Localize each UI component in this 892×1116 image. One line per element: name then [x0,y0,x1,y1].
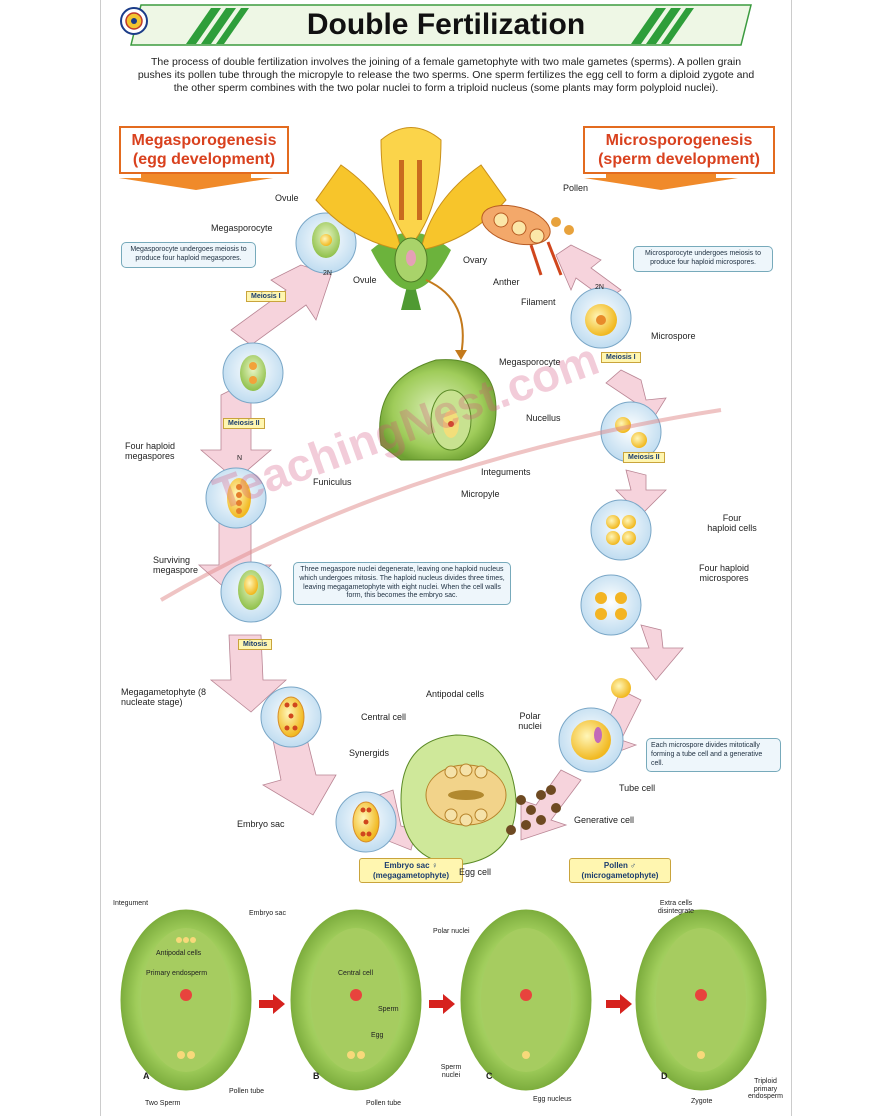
right-header: Microsporogenesis (sperm development) [583,126,775,175]
label-nucellus: Nucellus [526,413,561,423]
label-megasporocyte-center: Megasporocyte [499,357,561,367]
embryo-sac-tag: Embryo sac ♀ (megagametophyte) [359,858,463,884]
microsporocyte-note: Microsporocyte undergoes meiosis to prod… [633,246,773,272]
meiosis-2-right-tag: Meiosis II [623,452,665,463]
diagram-canvas [119,127,767,1091]
left-cells [205,212,397,853]
embryo-sac-illustration [400,734,561,866]
left-header-line2: (egg development) [132,151,276,169]
meiosis-2-left-tag: Meiosis II [223,418,265,429]
bottom-label-pollen-tube-b: Pollen tube [366,1100,402,1107]
label-generative-cell: Generative cell [574,815,635,825]
label-anther: Anther [493,277,520,287]
label-central-cell: Central cell [361,712,407,722]
bottom-label-embryo-sac: Embryo sac [249,910,286,917]
anther-illustration [481,204,574,276]
bottom-label-egg-nucleus: Egg nucleus [533,1096,572,1103]
label-surviving-megaspore: Surviving megaspore [153,555,199,575]
label-synergids: Synergids [349,748,390,758]
label-n-left: N [237,455,243,462]
label-four-haploid-microspores: Four haploid microspores [698,563,750,583]
label-ovule-flower: Ovule [353,275,377,285]
bottom-letter-d: D [661,1071,668,1081]
bottom-label-zygote: Zygote [691,1098,713,1105]
bottom-letter-b: B [313,1071,320,1081]
label-megasporocyte-left: Megasporocyte [211,223,273,233]
title-banner [120,4,752,46]
label-egg-cell: Egg cell [459,867,492,877]
bottom-label-integument: Integument [113,900,149,907]
label-antipodal-cells: Antipodal cells [426,689,485,699]
bottom-label-pollen-tube-a: Pollen tube [229,1088,265,1095]
megasporocyte-note: Megasporocyte undergoes meiosis to produ… [121,242,256,268]
label-ovule-top: Ovule [275,193,299,203]
label-micropyle: Micropyle [461,489,500,499]
bottom-label-polar-nuclei: Polar nuclei [433,928,470,935]
bottom-label-egg: Egg [371,1032,384,1039]
label-microspore: Microspore [651,331,696,341]
label-ovary: Ovary [463,255,488,265]
right-down-arrow [584,172,738,190]
meiosis-1-left-tag: Meiosis I [246,291,286,302]
flower-illustration [315,127,507,310]
label-embryo-sac: Embryo sac [237,819,285,829]
mitosis-left-tag: Mitosis [238,639,273,650]
bottom-label-antipodal: Antipodal cells [156,950,202,957]
label-polar-nuclei: Polar nuclei [518,711,542,731]
left-header-line1: Megasporogenesis [131,132,277,149]
bottom-label-primary-endosperm: Primary endosperm [146,970,208,977]
bottom-label-two-sperm: Two Sperm [145,1100,181,1107]
label-funiculus: Funiculus [313,477,352,487]
label-two-n-right: 2N [595,284,604,291]
label-two-n-left: 2N [323,270,332,277]
megaspores-note: Three megaspore nuclei degenerate, leavi… [293,562,511,605]
bottom-label-sperm-nuclei: Sperm nuclei [440,1064,462,1079]
bottom-label-central-cell: Central cell [338,970,374,977]
pollen-tag: Pollen ♂ (microgametophyte) [569,858,671,884]
microspore-note: Each microspore divides mitotically form… [646,738,781,773]
left-down-arrow [119,172,273,190]
label-megagametophyte: Megagametophyte (8 nucleate stage) [121,687,207,707]
intro-paragraph: The process of double fertilization invo… [137,56,755,95]
meiosis-1-right-tag: Meiosis I [601,352,641,363]
bottom-label-triploid: Triploid primary endosperm [747,1078,784,1101]
bottom-letter-c: C [486,1071,493,1081]
left-header: Megasporogenesis (egg development) [119,126,289,175]
label-integuments: Integuments [481,467,531,477]
label-tube-cell: Tube cell [619,783,656,793]
right-header-line1: Microsporogenesis [605,132,753,149]
poster: Double Fertilization The process of doub… [100,0,792,1116]
label-pollen: Pollen [563,183,589,193]
label-four-haploid-cells: Four haploid cells [707,513,757,533]
ovule-section [379,359,497,461]
page-title: Double Fertilization [306,8,586,41]
bottom-label-extra-cells: Extra cells disintegrate [657,900,695,915]
right-cells [558,287,662,773]
bottom-ovules [120,909,767,1091]
label-four-haploid-megaspores: Four haploid megaspores [125,441,176,461]
bottom-label-sperm: Sperm [378,1006,399,1013]
bottom-letter-a: A [143,1071,150,1081]
label-filament: Filament [521,297,556,307]
right-header-line2: (sperm development) [598,151,760,169]
